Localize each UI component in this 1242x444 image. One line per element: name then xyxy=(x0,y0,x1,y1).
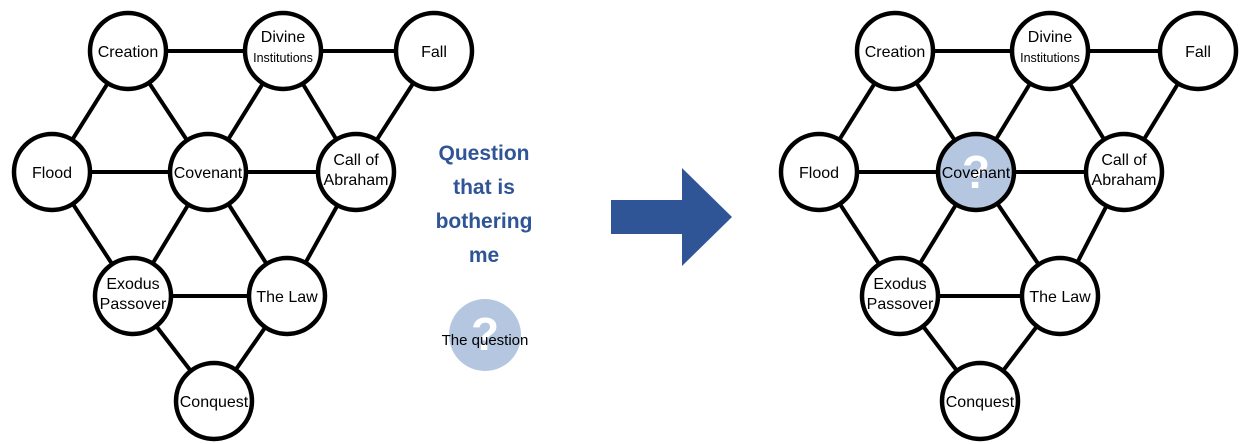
node-flood: Flood xyxy=(11,131,93,213)
question-mark-icon: ? xyxy=(962,146,990,198)
node-label: Fall xyxy=(421,44,447,61)
node-label: Exodus xyxy=(873,276,926,293)
heading-line: me xyxy=(469,244,499,267)
node-call-of-abraham: Call of Abraham xyxy=(315,131,397,213)
node-label: Flood xyxy=(799,165,839,182)
node-label: Creation xyxy=(865,44,925,61)
question-mark-icon: ? xyxy=(471,308,499,360)
node-label: Passover xyxy=(100,296,167,313)
node-call-of-abraham: Call of Abraham xyxy=(1083,131,1165,213)
node-the-law: The Law xyxy=(246,255,328,337)
node-fall: Fall xyxy=(1157,10,1239,92)
node-label: Abraham xyxy=(1092,172,1157,189)
node-label: Divine xyxy=(261,29,306,46)
node-label: Institutions xyxy=(253,51,313,65)
right-arrow-icon xyxy=(611,168,732,266)
node-label: Flood xyxy=(32,165,72,182)
node-label: Call of xyxy=(1101,152,1147,169)
right-network: Creation Divine Institutions Fall Flood … xyxy=(778,10,1239,442)
question-circle xyxy=(449,299,521,371)
node-label: Creation xyxy=(98,44,158,61)
node-label: Abraham xyxy=(324,172,389,189)
node-label: Exodus xyxy=(106,276,159,293)
node-label: The Law xyxy=(1029,289,1091,306)
node-fall: Fall xyxy=(393,10,475,92)
node-label: Covenant xyxy=(942,165,1011,182)
node-divine-institutions: Divine Institutions xyxy=(242,10,324,92)
node-flood: Flood xyxy=(778,131,860,213)
node-exodus-passover: Exodus Passover xyxy=(859,255,941,337)
node-creation: Creation xyxy=(854,10,936,92)
right-edges xyxy=(817,49,1200,403)
node-label: Call of xyxy=(333,152,379,169)
node-covenant: Covenant xyxy=(167,131,249,213)
left-edges xyxy=(50,49,436,403)
question-bubble: ? The question xyxy=(442,299,529,371)
node-label: Conquest xyxy=(946,394,1015,411)
node-conquest: Conquest xyxy=(939,360,1021,442)
node-the-law: The Law xyxy=(1019,255,1101,337)
node-conquest: Conquest xyxy=(173,360,255,442)
node-creation: Creation xyxy=(87,10,169,92)
question-label: The question xyxy=(442,332,529,349)
node-label: Institutions xyxy=(1020,51,1080,65)
node-label: Fall xyxy=(1185,44,1211,61)
node-label: The Law xyxy=(256,289,318,306)
node-covenant-highlighted: ? Covenant xyxy=(935,131,1017,213)
node-label: Covenant xyxy=(174,165,243,182)
heading-line: Question xyxy=(438,142,529,165)
node-divine-institutions: Divine Institutions xyxy=(1009,10,1091,92)
node-label: Conquest xyxy=(180,394,249,411)
node-label: Passover xyxy=(867,296,934,313)
question-heading: Question that is bothering me xyxy=(436,142,533,267)
heading-line: bothering xyxy=(436,210,533,233)
node-exodus-passover: Exodus Passover xyxy=(92,255,174,337)
node-label: Divine xyxy=(1028,29,1073,46)
heading-line: that is xyxy=(453,176,515,199)
left-network: Creation Divine Institutions Fall Flood … xyxy=(11,10,475,442)
